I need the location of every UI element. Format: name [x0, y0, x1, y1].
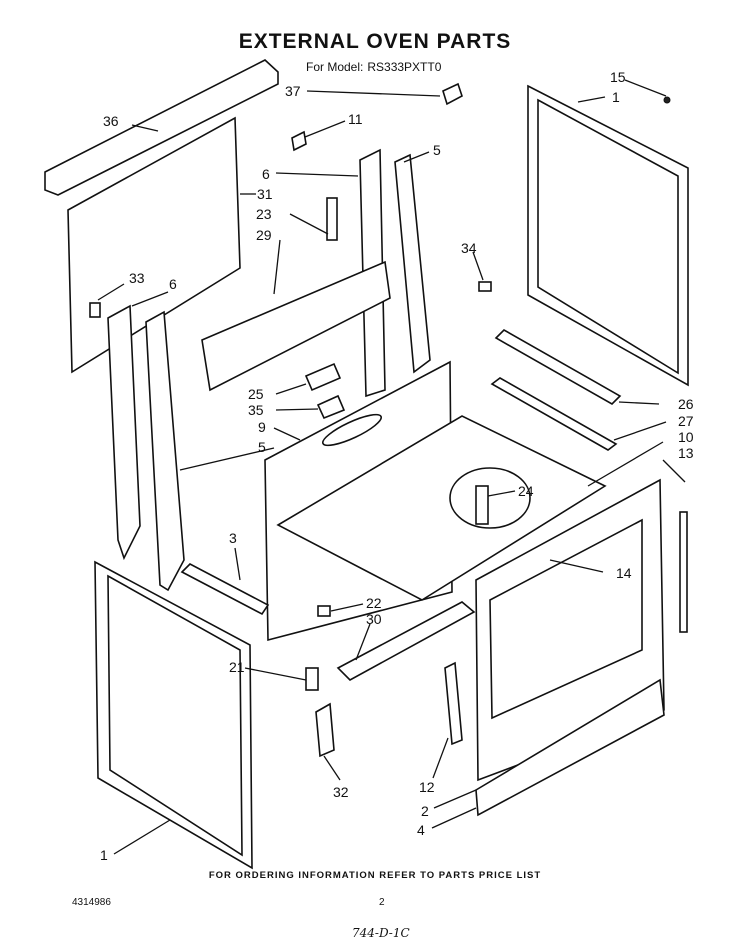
- callout-5-rear: 5: [433, 142, 441, 158]
- part-37-clip: [442, 82, 463, 106]
- part-5-right-frame: [394, 153, 431, 374]
- part-24-burner-base: [449, 467, 531, 529]
- page-title: EXTERNAL OVEN PARTS: [238, 30, 512, 53]
- callout-1-bottom: 1: [100, 847, 108, 863]
- part-27-rail: [490, 377, 618, 451]
- callout-10: 10: [678, 429, 694, 445]
- callout-5-left: 5: [258, 439, 266, 455]
- callout-15: 15: [610, 69, 626, 85]
- part-14-window-opening: [489, 518, 643, 720]
- callout-12: 12: [419, 779, 435, 795]
- part-24-spud: [475, 485, 489, 525]
- callout-21: 21: [229, 659, 245, 675]
- part-1-bottom-door-inner: [107, 574, 243, 857]
- callout-29: 29: [256, 227, 272, 243]
- part-26-rail: [494, 329, 622, 405]
- callout-13: 13: [678, 445, 694, 461]
- part-5-left-frame: [145, 310, 185, 592]
- callout-27: 27: [678, 413, 694, 429]
- part-4-kick-plate: [475, 678, 665, 817]
- callout-36: 36: [103, 113, 119, 129]
- callout-3: 3: [229, 530, 237, 546]
- part-10-oven-floor: [276, 415, 607, 601]
- leader-lines: [97, 79, 686, 855]
- callout-25: 25: [248, 386, 264, 402]
- page-number: 2: [379, 897, 385, 908]
- part-35-switch: [316, 394, 346, 420]
- callout-30: 30: [366, 611, 382, 627]
- callout-35: 35: [248, 402, 264, 418]
- callout-14: 14: [616, 565, 632, 581]
- callout-26: 26: [678, 396, 694, 412]
- part-22-clip: [317, 605, 331, 617]
- callout-34: 34: [461, 240, 477, 256]
- part-33-clip: [89, 302, 101, 318]
- callout-4: 4: [417, 822, 425, 838]
- handwritten-mark: 744-D-1C: [352, 926, 410, 940]
- callout-22: 22: [366, 595, 382, 611]
- part-23-rod: [326, 197, 338, 241]
- part-36-top-trim: [44, 59, 279, 196]
- callout-9: 9: [258, 419, 266, 435]
- callout-33: 33: [129, 270, 145, 286]
- model-number: RS333PXTT0: [367, 60, 442, 74]
- model-line: For Model:RS333PXTT0: [306, 60, 445, 74]
- callout-32: 32: [333, 784, 349, 800]
- part-13-vertical-strip: [679, 511, 688, 633]
- callout-23: 23: [256, 206, 272, 222]
- part-25-thermostat: [304, 362, 342, 392]
- part-15-screw: [663, 96, 671, 104]
- part-21-leveling-foot: [305, 667, 319, 691]
- callouts: 36 37 11 6 5 31 23 29 34 15 1 33 6 25 35…: [100, 69, 694, 863]
- part-31-rear-panel: [67, 116, 241, 374]
- part-3-lower-bar: [180, 563, 270, 616]
- callout-37: 37: [285, 83, 301, 99]
- callout-11: 11: [348, 111, 363, 127]
- part-34-pin: [478, 281, 492, 292]
- part-12-hinge-bar: [444, 661, 463, 746]
- callout-24: 24: [518, 483, 534, 499]
- ordering-footer: FOR ORDERING INFORMATION REFER TO PARTS …: [208, 870, 542, 881]
- part-6-left-channel: [107, 304, 141, 561]
- callout-1-top: 1: [612, 89, 620, 105]
- callout-6-rear: 6: [262, 166, 270, 182]
- callout-6-left: 6: [169, 276, 177, 292]
- part-11-bracket: [291, 130, 307, 152]
- part-29-cross-bracket: [201, 260, 391, 392]
- model-label: For Model:: [306, 60, 364, 74]
- part-1-top-door-inner: [537, 98, 679, 375]
- part-32-bracket: [315, 702, 335, 758]
- part-30-bottom-rail: [336, 601, 476, 681]
- part-9-vent-slot: [322, 413, 382, 447]
- callout-31: 31: [257, 186, 273, 202]
- callout-2: 2: [421, 803, 429, 819]
- document-number: 4314986: [72, 897, 111, 908]
